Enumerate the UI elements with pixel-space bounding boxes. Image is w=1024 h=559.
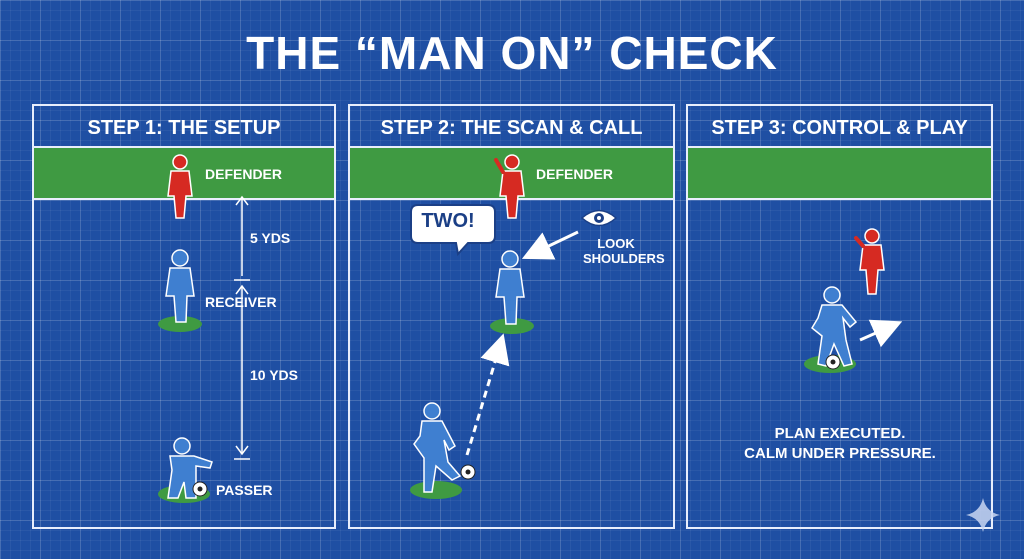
eye-icon [582, 211, 616, 226]
look-shoulders-label: LOOK SHOULDERS [583, 236, 649, 266]
look-label-line1: LOOK [583, 236, 649, 251]
step2-passer-figure-icon [410, 403, 475, 499]
pass-arrow-icon [467, 342, 501, 455]
step3-result-text: PLAN EXECUTED. CALM UNDER PRESSURE. [690, 424, 990, 464]
look-label-line2: SHOULDERS [583, 251, 649, 266]
distance-markers [234, 197, 250, 459]
result-line-1: PLAN EXECUTED. [690, 424, 990, 444]
step1-receiver-label: RECEIVER [205, 294, 277, 310]
look-arrow-icon [530, 232, 578, 255]
step1-defender-figure-icon [168, 155, 192, 218]
result-line-2: CALM UNDER PRESSURE. [690, 444, 990, 464]
step1-passer-figure-icon [158, 438, 212, 503]
callout-two-text: TWO! [413, 210, 483, 233]
step1-passer-label: PASSER [216, 482, 273, 498]
step2-receiver-figure-icon [490, 251, 534, 334]
step2-defender-figure-icon [496, 155, 524, 218]
step2-defender-label: DEFENDER [536, 166, 613, 182]
step3-player-figure-icon [804, 287, 856, 373]
distance-10-yds-label: 10 YDS [250, 367, 298, 383]
distance-5-yds-label: 5 YDS [250, 230, 290, 246]
step1-defender-label: DEFENDER [205, 166, 282, 182]
step3-defender-figure-icon [856, 229, 884, 294]
turn-arrow-icon [860, 325, 894, 340]
step1-receiver-figure-icon [158, 250, 202, 332]
sparkle-icon [966, 498, 1000, 532]
